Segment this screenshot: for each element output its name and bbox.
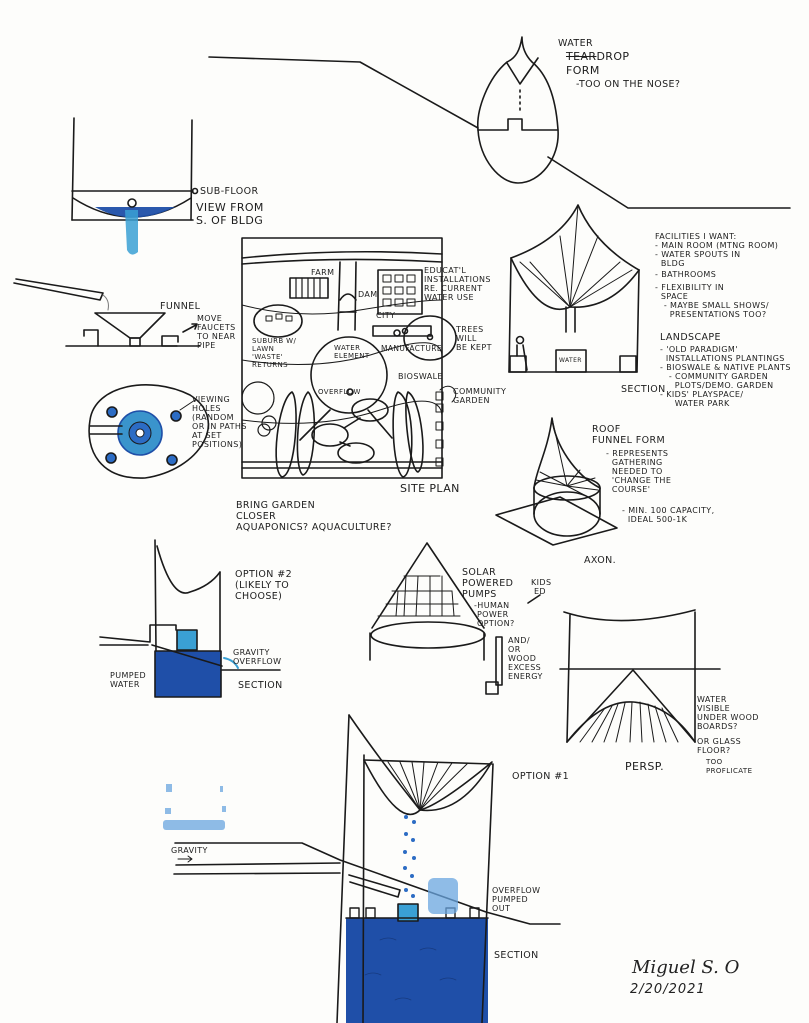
site-plan-drawing <box>241 237 457 479</box>
subfloor-view-drawing <box>71 117 199 255</box>
farm-label: FARM <box>311 268 335 277</box>
facilities-title: FACILITIES I WANT: <box>655 232 737 241</box>
landscape-list: LANDSCAPE - 'OLD PARADIGM' INSTALLATIONS… <box>660 332 791 408</box>
too-proflicate-label: TOO PROFLICATE <box>706 758 753 775</box>
plan-circle-drawing <box>88 384 210 479</box>
facility-item: - MAYBE SMALL SHOWS/ PRESENTATIONS TOO? <box>663 301 769 319</box>
overflow-label: OVERFLOW <box>318 388 361 396</box>
upper-section-label: SECTION <box>621 384 666 395</box>
manufacture-label: MANUFACTURE <box>381 344 442 353</box>
drop-word: DROP <box>596 50 630 63</box>
option1-section-label: SECTION <box>494 950 539 961</box>
funnel-label: FUNNEL <box>160 301 201 312</box>
roof-title: ROOF FUNNEL FORM <box>592 424 666 446</box>
bioswale-label: BIOSWALE <box>398 372 443 381</box>
community-garden-label: COMMUNITY GARDEN <box>453 387 507 405</box>
garden-note: BRING GARDEN CLOSER AQUAPONICS? AQUACULT… <box>236 500 392 533</box>
landscape-item: - BIOSWALE & NATIVE PLANTS <box>660 363 791 372</box>
suburb-label: SUBURB W/ LAWN 'WASTE' RETURNS <box>252 337 297 369</box>
struck-word: TEAR <box>566 50 597 63</box>
gravity-overflow-label: GRAVITY OVERFLOW <box>233 648 282 666</box>
teardrop-form-drawing <box>208 36 791 209</box>
and-or-label: AND/ OR WOOD EXCESS ENERGY <box>508 636 543 681</box>
educational-label: EDUCAT'L INSTALLATIONS RE. CURRENT WATER… <box>424 266 491 302</box>
water-element-label: WATER ELEMENT <box>334 344 370 360</box>
facilities-list: FACILITIES I WANT: - MAIN ROOM (MTNG ROO… <box>655 232 778 319</box>
landscape-item: - COMMUNITY GARDEN PLOTS/DEMO. GARDEN <box>668 372 774 390</box>
facility-item: - WATER SPOUTS IN BLDG <box>655 250 741 268</box>
site-plan-title: SITE PLAN <box>400 482 460 495</box>
view-from-label: VIEW FROM <box>196 201 264 214</box>
view-from-location: S. OF BLDG <box>196 214 264 227</box>
landscape-title: LANDSCAPE <box>660 332 721 343</box>
facility-item: - MAIN ROOM (MTNG ROOM) <box>655 241 779 250</box>
water-visible-label: WATER VISIBLE UNDER WOOD BOARDS? <box>697 695 759 731</box>
option2-section-label: SECTION <box>238 680 283 691</box>
teardrop-label-form: FORM <box>566 64 600 77</box>
upper-section-drawing <box>508 204 640 373</box>
water-box-label: WATER <box>559 357 582 364</box>
subfloor-label: SUB-FLOOR <box>200 186 259 197</box>
landscape-item: - 'OLD PARADIGM' INSTALLATIONS PLANTINGS <box>660 345 785 363</box>
kids-ed-label: KIDS ED <box>531 578 552 596</box>
roof-note: - REPRESENTS GATHERING NEEDED TO 'CHANGE… <box>606 449 672 494</box>
city-label: CITY <box>376 311 396 320</box>
option1-title: OPTION #1 <box>512 771 570 782</box>
option2-section-drawing <box>99 539 281 698</box>
viewing-holes-note: VIEWING HOLES (RANDOM OR IN PATHS AT SET… <box>192 395 247 449</box>
option1-section-drawing <box>163 714 561 1023</box>
signature: Miguel S. O <box>632 957 740 978</box>
pumped-water-label: PUMPED WATER <box>110 671 147 689</box>
axon-funnel-drawing <box>495 417 618 546</box>
glass-floor-label: OR GLASS FLOOR? <box>697 737 742 755</box>
facility-item: - FLEXIBILITY IN SPACE <box>655 283 725 301</box>
teardrop-note: -TOO ON THE NOSE? <box>576 79 681 90</box>
funnel-note: MOVE FAUCETS TO NEAR PIPE <box>197 314 236 350</box>
overflow-pumped-label: OVERFLOW PUMPED OUT <box>492 886 541 913</box>
teardrop-label-drop: TEARDROP <box>566 50 629 63</box>
solar-pumps-label: SOLAR POWERED PUMPS <box>462 567 514 600</box>
option2-title: OPTION #2 (LIKELY TO CHOOSE) <box>235 569 293 602</box>
solar-cone-drawing <box>369 542 541 695</box>
trees-label: TREES WILL BE KEPT <box>456 325 492 352</box>
landscape-item: - KIDS' PLAYSPACE/ WATER PARK <box>660 390 744 408</box>
dam-label: DAM <box>358 290 378 299</box>
axon-label: AXON. <box>584 555 617 566</box>
teardrop-label-water: WATER <box>558 38 594 49</box>
perspective-drawing <box>559 609 721 743</box>
facility-item: - BATHROOMS <box>655 270 717 279</box>
persp-label: PERSP. <box>625 760 665 773</box>
capacity-note: - MIN. 100 CAPACITY, IDEAL 500-1K <box>622 506 715 524</box>
funnel-drawing <box>13 278 201 347</box>
sketch-date: 2/20/2021 <box>630 982 706 997</box>
gravity-label: GRAVITY <box>171 846 208 855</box>
human-power-label: -HUMAN POWER OPTION? <box>474 601 515 628</box>
